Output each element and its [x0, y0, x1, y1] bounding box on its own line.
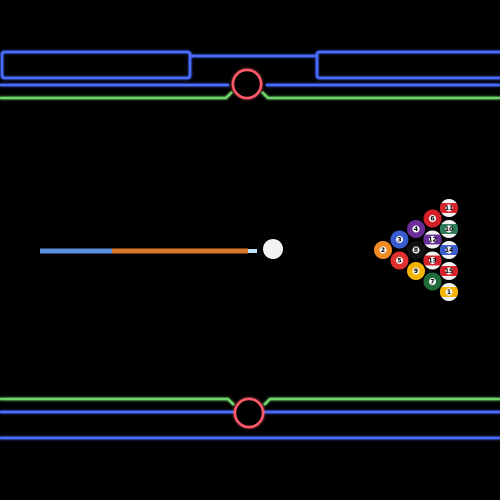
object-ball: 12 — [423, 230, 442, 249]
ball-number: 4 — [414, 226, 418, 233]
ball-number: 11 — [445, 205, 453, 212]
hud-right-panel — [315, 50, 500, 80]
object-ball: 13 — [423, 251, 442, 270]
ball-number: 2 — [381, 247, 385, 254]
cue-ball[interactable] — [263, 239, 283, 259]
ball-number: 3 — [397, 237, 401, 244]
ball-number: 5 — [397, 258, 401, 265]
object-ball: 11 — [440, 199, 458, 217]
ball-number: 9 — [414, 268, 418, 275]
object-ball: 2 — [374, 241, 392, 259]
ball-number: 7 — [430, 279, 434, 286]
ball-number: 6 — [430, 216, 434, 223]
object-ball: 14 — [440, 241, 458, 259]
ball-number: 14 — [445, 247, 453, 254]
ball-rack: 2 3 5 4 8 9 6 12 13 7 11 10 14 15 1 — [374, 199, 458, 301]
object-ball: 15 — [440, 262, 458, 280]
object-ball: 8 — [407, 241, 425, 259]
ball-number: 1 — [447, 289, 451, 296]
object-ball: 1 — [440, 283, 458, 301]
ball-number: 12 — [428, 237, 436, 244]
ball-number: 10 — [445, 226, 453, 233]
object-ball: 6 — [423, 209, 442, 228]
object-ball: 5 — [390, 251, 409, 270]
top-rail — [0, 54, 500, 100]
object-ball: 7 — [423, 272, 442, 291]
bottom-rail — [0, 397, 500, 440]
object-ball: 10 — [440, 220, 458, 238]
object-ball: 4 — [407, 220, 425, 238]
hud-left-panel — [0, 50, 192, 80]
top-center-pocket — [231, 68, 263, 100]
ball-number: 15 — [445, 268, 453, 275]
object-ball: 3 — [390, 230, 409, 249]
bottom-center-pocket — [233, 397, 265, 429]
object-ball: 9 — [407, 262, 425, 280]
ball-number: 8 — [414, 247, 418, 254]
ball-number: 13 — [428, 258, 436, 265]
